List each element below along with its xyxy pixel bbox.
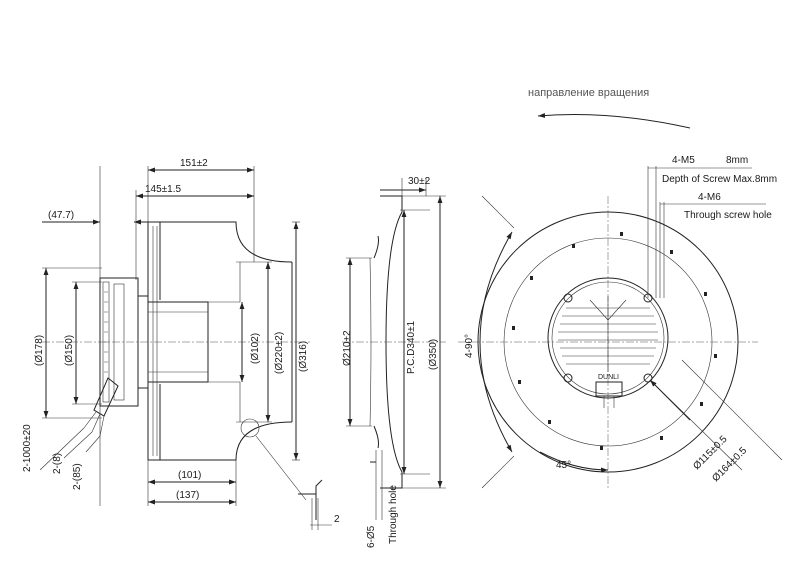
rotation-arrow-icon — [537, 112, 691, 129]
cable-strip-label: 2-(8) — [52, 453, 63, 474]
dim-d316: (Ø316) — [298, 341, 309, 372]
screw-m6-spec: 4-M6 — [698, 192, 721, 203]
dim-overall-length: 151±2 — [180, 158, 208, 169]
screw-m5-spec: 4-M5 — [672, 155, 695, 166]
dim-ring-width: 30±2 — [408, 176, 431, 187]
motor-screw-holes — [563, 293, 653, 383]
motor-face — [547, 277, 669, 399]
connector-block — [595, 381, 623, 397]
impeller-upper — [160, 221, 293, 263]
detail-circle — [240, 418, 260, 438]
screw-m5-depth: 8mm — [726, 155, 748, 166]
dim-offset: (47.7) — [48, 210, 74, 221]
dim-depth-101: (101) — [178, 470, 201, 481]
detail-dim: 2 — [334, 514, 340, 525]
dim-d150: (Ø150) — [64, 335, 75, 366]
holes-label: 6-Ø5 — [366, 525, 377, 548]
brand-label: DUNLI — [598, 374, 619, 381]
inlet-ring-view: 30±2 Ø210±2 P.C.D340±1 (Ø350) 6-Ø5 Throu… — [342, 176, 446, 548]
cable-lead-label: 2-(85) — [72, 463, 83, 490]
cable-gland — [93, 377, 119, 417]
rotation-direction: направление вращения — [528, 87, 691, 129]
dim-wheel-length: 145±1.5 — [145, 184, 182, 195]
angle-4x90: 4-90° — [464, 334, 475, 358]
detail-view — [298, 479, 323, 520]
side-view: 2 151±2 145±1.5 (47.7) (Ø178) (Ø150) (Ø1… — [22, 158, 340, 530]
screw-m5-note: Depth of Screw Max.8mm — [662, 174, 777, 185]
dim-d210: Ø210±2 — [342, 330, 353, 366]
screw-m6-note: Through screw hole — [684, 210, 772, 221]
dim-d350: (Ø350) — [428, 339, 439, 370]
cable-length-label: 2-1000±20 — [22, 424, 33, 472]
through-hole-label: Through hole — [388, 485, 399, 544]
dim-d220: (Ø220±2) — [274, 332, 285, 374]
dim-d178: (Ø178) — [34, 335, 45, 366]
impeller-lower — [160, 421, 293, 461]
angle-45: 45° — [556, 460, 571, 471]
blade-markers — [512, 232, 717, 450]
front-view: DUNLI 4-M5 8mm Depth of Screw Max.8mm 4-… — [458, 155, 783, 489]
rotation-label: направление вращения — [528, 87, 649, 99]
dim-pcd: P.C.D340±1 — [406, 320, 417, 374]
cooling-fins-icon — [558, 296, 658, 372]
dim-depth-137: (137) — [176, 490, 199, 501]
wheel-back-plate — [147, 221, 161, 461]
dim-d102: (Ø102) — [250, 333, 261, 364]
